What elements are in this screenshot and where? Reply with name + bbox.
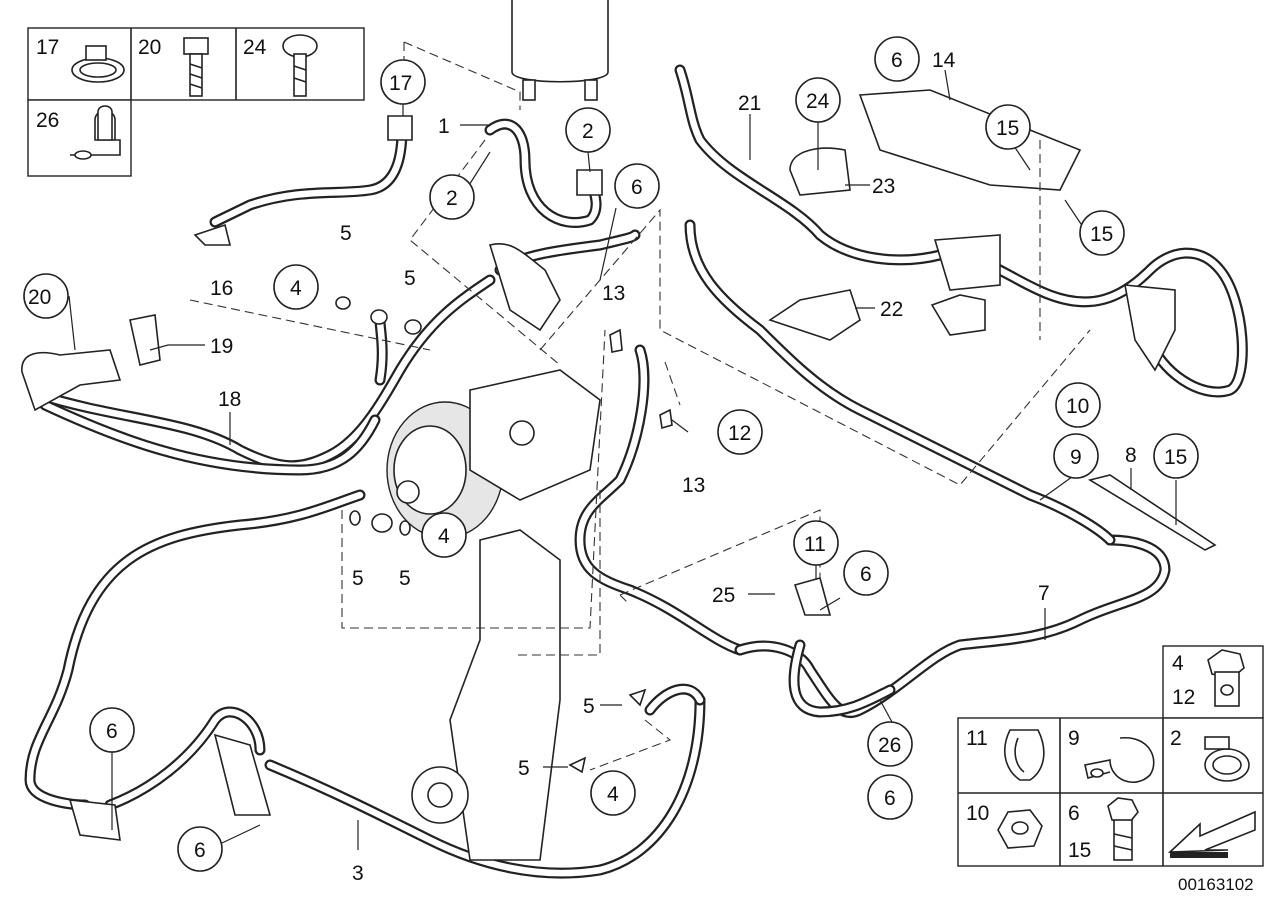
hose-band-icon: [1084, 737, 1155, 784]
callout-16: 16: [210, 277, 233, 300]
direction-arrow-icon: [1167, 810, 1256, 858]
callout-circles: [23, 36, 1199, 872]
legend-label-12: 12: [1172, 686, 1195, 709]
callout-13-lower: 13: [682, 474, 705, 497]
legend-label-20: 20: [138, 36, 161, 59]
drawing-number: 00163102: [1178, 875, 1254, 894]
callout-5-lower-a: 5: [583, 695, 595, 718]
callout-20: 20: [28, 286, 51, 309]
legend-right-top: 4 12: [1162, 645, 1264, 719]
callout-17: 17: [389, 72, 412, 95]
callout-18: 18: [218, 388, 241, 411]
callout-24: 24: [806, 90, 830, 113]
reference-lines: [189, 41, 1091, 771]
callout-14: 14: [932, 49, 956, 72]
hose-clamp-icon: [71, 45, 125, 83]
button-screw-icon: [282, 34, 318, 97]
callout-8: 8: [1125, 444, 1137, 467]
legend-label-4: 4: [1172, 652, 1184, 675]
callout-6-top: 6: [631, 176, 643, 199]
worm-clamp-icon: [1204, 736, 1250, 782]
callout-6-bracket: 6: [891, 49, 903, 72]
callout-12: 12: [728, 422, 751, 445]
callout-1: 1: [438, 115, 450, 138]
steering-gear: [411, 529, 561, 861]
flange-bolt-icon: [183, 37, 209, 97]
spring-clip-icon: [1004, 729, 1045, 781]
callout-5-upper-a: 5: [340, 222, 352, 245]
legend-label-11: 11: [966, 727, 988, 750]
callout-2-top: 2: [582, 120, 594, 143]
legend-label-24: 24: [243, 36, 267, 59]
legend-label-9: 9: [1068, 727, 1080, 750]
callout-15-right: 15: [1090, 223, 1113, 246]
callout-11: 11: [804, 533, 826, 556]
legend-right-grid: 11 9 2 10 6 15: [957, 717, 1264, 867]
legend-top-left: 17 20 24 26: [27, 27, 365, 177]
legend-label-10: 10: [966, 802, 989, 825]
callout-4-middle: 4: [438, 525, 450, 548]
hose-clip-icon: [70, 105, 121, 160]
callout-23: 23: [872, 175, 895, 198]
callout-22: 22: [880, 298, 903, 321]
callout-4-upper: 4: [290, 277, 302, 300]
flange-nut-icon: [997, 809, 1043, 849]
legend-label-2: 2: [1170, 727, 1182, 750]
callout-6-bottom-left: 6: [106, 720, 118, 743]
legend-label-6: 6: [1068, 802, 1080, 825]
hex-bolt-icon: [1107, 797, 1139, 861]
fluid-reservoir: [511, 0, 609, 101]
callout-6-bottom-right: 6: [884, 787, 896, 810]
legend-label-15: 15: [1068, 839, 1091, 862]
callout-6-bottom-center: 6: [194, 839, 206, 862]
power-steering-pump: [386, 369, 601, 539]
callout-26: 26: [878, 734, 901, 757]
callout-10: 10: [1066, 395, 1089, 418]
callout-6-mid-right: 6: [860, 563, 872, 586]
callout-3: 3: [352, 862, 364, 885]
callout-15-lower: 15: [1164, 446, 1187, 469]
callout-5-upper-b: 5: [404, 267, 416, 290]
callout-2-left: 2: [446, 187, 458, 210]
callout-9: 9: [1070, 446, 1082, 469]
callout-4-lower: 4: [607, 783, 619, 806]
hose-lines: [24, 64, 1248, 879]
banjo-bolt-icon: [1207, 649, 1245, 707]
callout-21: 21: [738, 92, 761, 115]
callout-labels: 17 1 2 2 6 16 20 19 18 4 5 5 13 12 13 4 …: [28, 49, 1187, 885]
callout-5-lower-b: 5: [518, 757, 530, 780]
callout-19: 19: [210, 335, 233, 358]
callout-7: 7: [1038, 582, 1050, 605]
callout-5-middle-b: 5: [399, 567, 411, 590]
callout-5-middle-a: 5: [352, 567, 364, 590]
legend-label-26: 26: [36, 109, 59, 132]
legend-label-17: 17: [36, 36, 59, 59]
callout-15-upper: 15: [996, 117, 1019, 140]
callout-25: 25: [712, 584, 735, 607]
brackets: [21, 89, 1217, 841]
callout-13-upper: 13: [602, 282, 625, 305]
